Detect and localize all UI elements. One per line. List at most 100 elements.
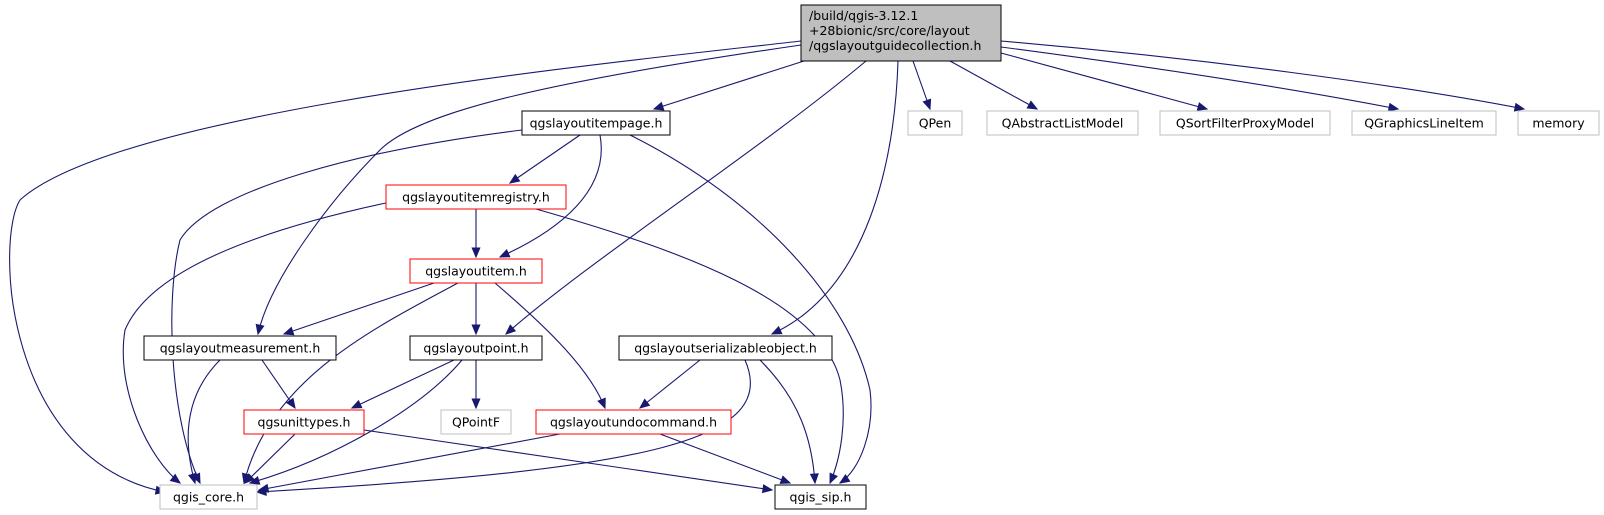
edge-root-to-QGraphicsLineItem xyxy=(1000,46,1400,112)
arrowhead xyxy=(597,397,606,410)
node-qgis_core[interactable]: qgis_core.h xyxy=(159,484,258,510)
edge-line xyxy=(351,359,455,409)
edge-line xyxy=(505,60,867,335)
edge-root-to-qgslayoutpoint xyxy=(505,60,867,335)
edge-line xyxy=(249,359,463,484)
edge-qgslayoutitemregistry-to-qgis_core xyxy=(122,202,387,484)
edge-line xyxy=(1000,46,1399,110)
arrowhead xyxy=(1513,102,1526,112)
arrowhead xyxy=(188,472,197,485)
edge-root-to-qgslayoutmeasurement xyxy=(255,44,802,336)
node-box xyxy=(440,409,512,435)
node-memory[interactable]: memory xyxy=(1517,110,1600,136)
node-box xyxy=(774,484,867,510)
node-box xyxy=(1351,110,1497,136)
node-box xyxy=(1517,110,1600,136)
edge-qgslayoutitem-to-qgslayoutpoint xyxy=(471,283,481,336)
arrowhead xyxy=(498,248,511,258)
arrowhead xyxy=(257,483,270,493)
edge-qgslayoutpoint-to-QPointF xyxy=(471,360,481,410)
arrowhead xyxy=(838,474,851,484)
arrowhead xyxy=(652,101,665,111)
node-box xyxy=(143,335,337,361)
edge-line xyxy=(283,282,435,335)
nodes-layer: /build/qgis-3.12.1+28bionic/src/core/lay… xyxy=(143,4,1600,510)
edge-root-to-QPen xyxy=(912,60,932,111)
arrowhead xyxy=(809,473,819,485)
node-qgslayoutmeasurement[interactable]: qgslayoutmeasurement.h xyxy=(143,335,337,361)
edge-line xyxy=(771,60,899,335)
node-qgslayoutitem[interactable]: qgslayoutitem.h xyxy=(409,258,543,284)
edge-qgslayoutmeasurement-to-qgsunittypes xyxy=(261,359,296,410)
node-root-qgslayoutguidecollection[interactable]: /build/qgis-3.12.1+28bionic/src/core/lay… xyxy=(800,4,1002,62)
edge-line xyxy=(261,359,296,409)
node-label: memory xyxy=(1532,116,1585,131)
node-label: qgslayoutmeasurement.h xyxy=(160,341,321,356)
node-label: qgslayoutitempage.h xyxy=(530,116,663,131)
node-box xyxy=(986,110,1139,136)
arrowhead xyxy=(169,473,182,484)
arrowhead xyxy=(255,323,265,336)
edge-line xyxy=(258,433,561,491)
node-QGraphicsLineItem[interactable]: QGraphicsLineItem xyxy=(1351,110,1497,136)
arrowhead xyxy=(350,399,363,409)
edge-line xyxy=(243,282,459,484)
arrowhead xyxy=(508,173,521,184)
node-box xyxy=(385,184,567,210)
node-box xyxy=(535,409,732,435)
edge-line xyxy=(1000,52,1208,110)
edge-line xyxy=(9,40,802,493)
node-qgslayoutserializableobject[interactable]: qgslayoutserializableobject.h xyxy=(618,335,833,361)
edge-line xyxy=(122,202,387,484)
node-label: qgslayoutpoint.h xyxy=(423,341,528,356)
edge-line xyxy=(256,359,751,493)
node-label: QSortFilterProxyModel xyxy=(1176,116,1314,131)
node-qgslayoutpoint[interactable]: qgslayoutpoint.h xyxy=(409,335,543,361)
edge-qgslayoutmeasurement-to-qgis_core xyxy=(187,359,221,485)
edge-line xyxy=(244,433,296,484)
node-label: qgsunittypes.h xyxy=(258,415,351,430)
edge-line xyxy=(509,134,581,184)
arrowhead xyxy=(1387,102,1400,112)
edge-line xyxy=(1000,40,1525,110)
node-QPointF[interactable]: QPointF xyxy=(440,409,512,435)
node-qgslayoutitemregistry[interactable]: qgslayoutitemregistry.h xyxy=(385,184,567,210)
node-QPen[interactable]: QPen xyxy=(907,110,963,136)
node-label: qgslayoutundocommand.h xyxy=(550,415,717,430)
edge-qgslayoutitem-to-qgslayoutundocommand xyxy=(494,282,606,410)
edge-qgslayoutitem-to-qgslayoutmeasurement xyxy=(282,282,435,336)
node-qgslayoutundocommand[interactable]: qgslayoutundocommand.h xyxy=(535,409,732,435)
edge-qgslayoutitempage-to-qgslayoutitemregistry xyxy=(508,134,581,184)
edge-qgslayoutitempage-to-qgslayoutitem xyxy=(498,134,602,258)
node-QAbstractListModel[interactable]: QAbstractListModel xyxy=(986,110,1139,136)
node-box xyxy=(618,335,833,361)
node-qgslayoutitempage[interactable]: qgslayoutitempage.h xyxy=(521,110,671,136)
arrowhead xyxy=(829,472,838,485)
edge-qgslayoutserializableobject-to-qgis_sip xyxy=(759,359,819,485)
arrowhead xyxy=(1196,102,1209,111)
node-box xyxy=(800,4,1002,62)
edge-line xyxy=(171,129,523,484)
node-box xyxy=(907,110,963,136)
edge-qgslayoutserializableobject-to-qgslayoutundocommand xyxy=(638,359,701,409)
edge-line xyxy=(494,282,606,409)
edge-qgsunittypes-to-qgis_sip xyxy=(363,429,774,494)
edge-line xyxy=(653,60,805,110)
node-qgis_sip[interactable]: qgis_sip.h xyxy=(774,484,867,510)
node-label: QAbstractListModel xyxy=(1002,116,1124,131)
node-box xyxy=(521,110,671,136)
edge-qgslayoutundocommand-to-qgis_core xyxy=(257,433,561,493)
arrowhead xyxy=(244,473,255,484)
node-label: qgslayoutserializableobject.h xyxy=(634,341,817,356)
edge-qgslayoutundocommand-to-qgis_sip xyxy=(659,433,792,484)
node-label: /build/qgis-3.12.1 xyxy=(809,8,918,23)
arrowhead xyxy=(471,324,481,336)
arrowhead xyxy=(770,325,783,335)
node-QSortFilterProxyModel[interactable]: QSortFilterProxyModel xyxy=(1159,110,1331,136)
node-qgsunittypes[interactable]: qgsunittypes.h xyxy=(243,409,365,435)
node-label: /qgslayoutguidecollection.h xyxy=(809,38,981,53)
edge-qgslayoutpoint-to-qgsunittypes xyxy=(350,359,455,409)
edge-line xyxy=(363,429,773,491)
arrowhead xyxy=(285,397,296,410)
